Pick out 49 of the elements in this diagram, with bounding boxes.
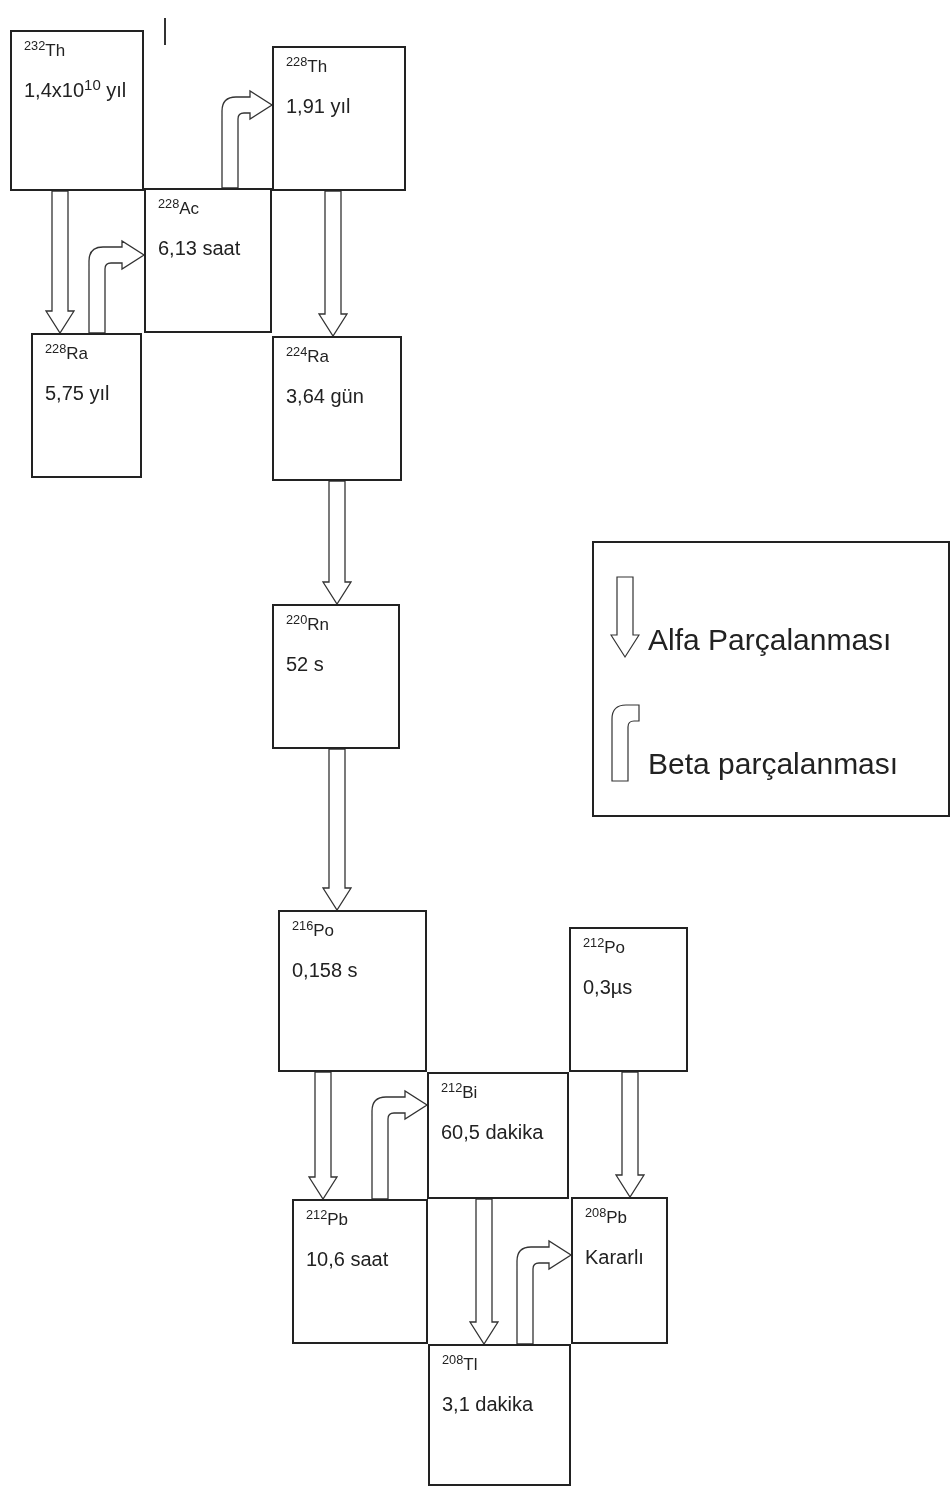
half-life-text: 0,158 s [292, 958, 359, 984]
nuclide-box [272, 46, 406, 191]
nuclide-box [428, 1344, 571, 1486]
nuclide-box [272, 604, 400, 749]
nuclide-box [571, 1197, 668, 1344]
nuclide-symbol: $^{212}$Pb [306, 1209, 350, 1231]
beta-decay-arrow [516, 1240, 572, 1345]
nuclide-box [31, 333, 142, 478]
half-life-text: 60,5 dakika [441, 1120, 545, 1146]
nuclide-symbol: $^{212}$Bi [441, 1082, 479, 1104]
nuclide-symbol: $^{212}$Po [583, 937, 627, 959]
half-life-text: 3,1 dakika [442, 1392, 535, 1418]
alpha-decay-arrow [44, 190, 76, 335]
nuclide-box [427, 1072, 569, 1199]
nuclide-box [144, 188, 272, 333]
nuclide-symbol: $^{228}$Ra [45, 343, 89, 365]
legend-label: Alfa Parçalanması [648, 625, 892, 658]
alpha-decay-arrow [317, 190, 349, 338]
alpha-decay-arrow [614, 1071, 646, 1199]
nuclide-box [272, 336, 402, 481]
half-life-text: 5,75 yıl [45, 381, 111, 407]
nuclide-box [10, 30, 144, 191]
half-life-text: 10,6 saat [306, 1247, 390, 1273]
half-life-text: 0,3µs [583, 975, 634, 1001]
nuclide-symbol: $^{208}$Pb [585, 1207, 629, 1229]
nuclide-box [278, 910, 427, 1072]
nuclide-symbol: $^{228}$Th [286, 56, 329, 78]
nuclide-box [569, 927, 688, 1072]
beta-decay-arrow [88, 240, 145, 334]
nuclide-symbol: $^{220}$Rn [286, 614, 330, 636]
legend-label: Beta parçalanması [648, 749, 899, 782]
half-life-text: 52 s [286, 652, 325, 678]
nuclide-symbol: $^{208}$Tl [442, 1354, 479, 1376]
beta-decay-arrow [221, 90, 273, 189]
half-life-text: 1,91 yıl [286, 94, 352, 120]
alpha-decay-arrow [321, 748, 353, 912]
nuclide-symbol: $^{224}$Ra [286, 346, 330, 368]
alpha-decay-arrow [307, 1071, 339, 1201]
nuclide-symbol: $^{232}$Th [24, 40, 67, 62]
alpha-decay-arrow [321, 480, 353, 606]
alpha-decay-arrow [468, 1198, 500, 1346]
beta-decay-arrow [371, 1090, 428, 1200]
nuclide-box [292, 1199, 428, 1344]
nuclide-symbol: $^{216}$Po [292, 920, 336, 942]
half-life-text: Kararlı [585, 1245, 645, 1271]
half-life-text: 6,13 saat [158, 236, 242, 262]
nuclide-symbol: $^{228}$Ac [158, 198, 201, 220]
half-life-text: 3,64 gün [286, 384, 365, 410]
half-life-text: 1,4x10$^{10}$ yıl [24, 77, 128, 104]
